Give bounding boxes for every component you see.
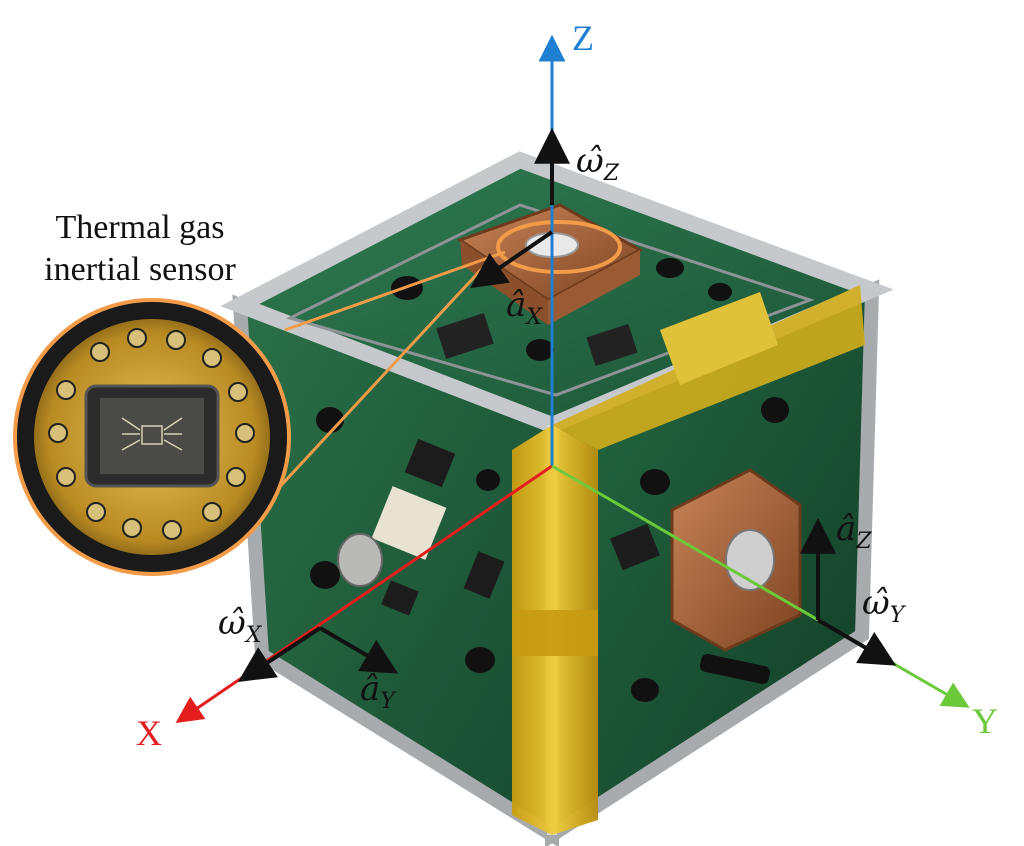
callout-label-line1: Thermal gas (56, 209, 225, 246)
a-y-label: âY (360, 669, 397, 714)
omega-x-arrow (237, 626, 322, 682)
measurement-vectors: ω̂Z âX ω̂X âY âZ ω̂Y (218, 127, 907, 714)
x-axis-label: X (136, 713, 162, 753)
omega-x-label: ω̂X (218, 603, 263, 648)
sensor-callout: Thermal gas inertial sensor (13, 209, 622, 576)
callout-label-line2: inertial sensor (44, 251, 236, 288)
callout-ring-top (496, 220, 622, 274)
cube-body (220, 151, 894, 846)
a-x-label: âX (506, 285, 543, 330)
omega-z-label: ω̂Z (576, 141, 620, 186)
omega-y-label: ω̂Y (862, 583, 907, 628)
a-y-arrow (318, 626, 399, 674)
sensor-closeup (13, 298, 291, 576)
y-axis-label: Y (972, 701, 998, 741)
z-axis-label: Z (572, 18, 594, 58)
omega-y-arrow (816, 618, 897, 666)
a-x-arrow (470, 230, 554, 289)
a-z-label: âZ (836, 509, 872, 554)
kapton-tape (512, 285, 865, 835)
left-components (310, 407, 505, 673)
